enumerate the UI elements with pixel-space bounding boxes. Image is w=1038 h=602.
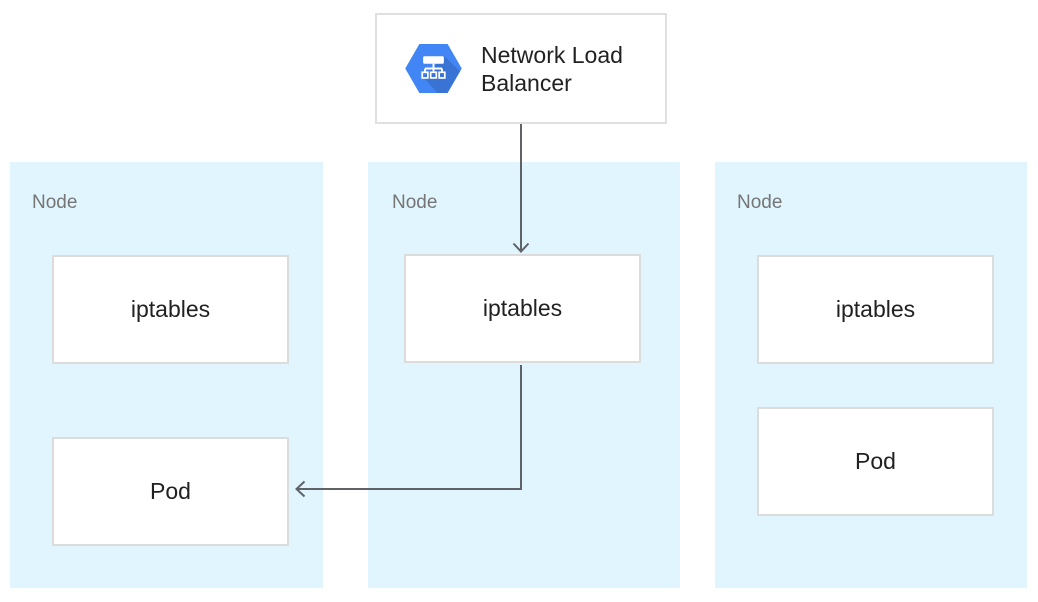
node-1-pod-box: Pod xyxy=(52,437,289,546)
node-3-pod-box: Pod xyxy=(757,407,994,516)
load-balancer-glyph xyxy=(421,56,446,79)
iptables-label: iptables xyxy=(482,295,563,321)
network-load-balancer-icon xyxy=(405,44,462,93)
node-2-iptables-box: iptables xyxy=(404,254,641,363)
iptables-label: iptables xyxy=(130,296,211,322)
pod-label: Pod xyxy=(855,448,896,474)
pod-label: Pod xyxy=(150,478,191,504)
node-panel-1: Node iptables Pod xyxy=(10,162,323,588)
node-label: Node xyxy=(32,192,78,213)
node-1-iptables-box: iptables xyxy=(52,255,289,364)
network-load-balancer-label: Network Load Balancer xyxy=(481,41,623,96)
node-panel-3: Node iptables Pod xyxy=(715,162,1027,588)
node-label: Node xyxy=(737,192,783,213)
network-load-balancer-card: Network Load Balancer xyxy=(375,13,667,124)
node-label: Node xyxy=(392,192,438,213)
iptables-label: iptables xyxy=(835,296,916,322)
node-3-iptables-box: iptables xyxy=(757,255,994,364)
node-panel-2: Node iptables xyxy=(368,162,680,588)
